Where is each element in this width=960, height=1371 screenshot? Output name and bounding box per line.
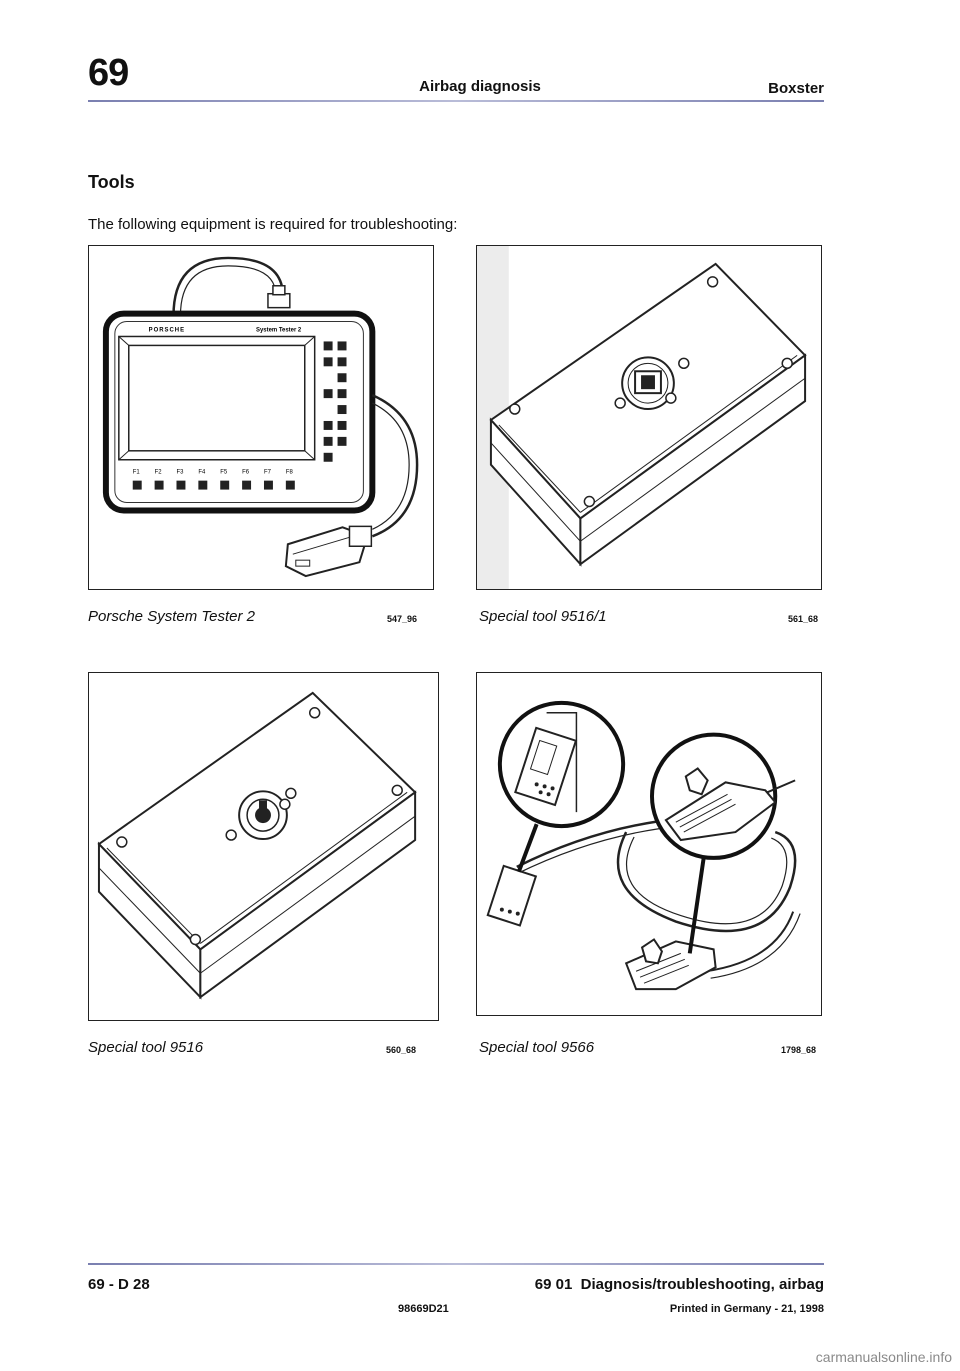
chapter-number: 69 (88, 52, 129, 94)
tester-fkey (198, 480, 208, 490)
footer-rule (88, 1263, 824, 1265)
tester-fkey-label: F4 (198, 470, 206, 476)
section-heading: Tools (88, 172, 135, 192)
caption-system-tester: Porsche System Tester 2 (88, 608, 256, 625)
figure-code-special-tool-9516: 560_68 (386, 1045, 417, 1055)
figure-code-system-tester: 547_96 (387, 614, 418, 624)
tester-fkey (154, 480, 164, 490)
figure-special-tool-9566 (476, 672, 822, 1016)
tester-fkey (132, 480, 142, 490)
tester-side-key (337, 420, 347, 430)
figure-code-special-tool-9516-1: 561_68 (788, 614, 819, 624)
special-tool-9516-illustration (97, 691, 417, 1000)
tester-fkey (220, 480, 230, 490)
footer-printed: Printed in Germany - 21, 1998 (669, 1303, 824, 1315)
tester-fkey-label: F8 (286, 470, 294, 476)
footer-doc-number: 98669D21 (398, 1303, 449, 1315)
header-model: Boxster (768, 80, 824, 97)
tester-side-key (337, 405, 347, 415)
caption-special-tool-9516: Special tool 9516 (88, 1039, 204, 1056)
caption-special-tool-9516-1: Special tool 9516/1 (479, 608, 607, 625)
caption-special-tool-9566: Special tool 9566 (479, 1039, 595, 1056)
tester-side-key (337, 357, 347, 367)
tester-side-key (323, 436, 333, 446)
system-tester-illustration: PORSCHE System Tester 2 F1 F2 F3 F4 F5 F6 F7 F8 (102, 256, 419, 578)
tester-side-key (323, 341, 333, 351)
header-title: Airbag diagnosis (419, 78, 541, 95)
tester-side-key (337, 373, 347, 383)
special-tool-9516-1-illustration (477, 246, 807, 589)
tester-fkey-label: F6 (242, 470, 250, 476)
figure-system-tester: PORSCHE System Tester 2 F1 F2 F3 F4 F5 F6 F7 F8 (88, 245, 434, 590)
tester-title: System Tester 2 (256, 328, 302, 334)
special-tool-9566-illustration (486, 700, 801, 991)
tester-fkey-label: F2 (155, 470, 163, 476)
footer-section-title: Diagnosis/troubleshooting, airbag (580, 1276, 824, 1293)
tester-fkey (176, 480, 186, 490)
tester-fkey (285, 480, 295, 490)
figure-special-tool-9516 (88, 672, 439, 1021)
footer-page-number: 69 - D 28 (88, 1276, 150, 1293)
tester-side-key (337, 341, 347, 351)
tester-side-key (323, 452, 333, 462)
intro-text: The following equipment is required for … (88, 216, 458, 233)
tester-fkey-label: F1 (133, 470, 141, 476)
tester-side-key (337, 436, 347, 446)
figure-special-tool-9516-1 (476, 245, 822, 590)
tester-fkey-label: F5 (220, 470, 228, 476)
tester-side-key (337, 389, 347, 399)
tester-fkey-label: F7 (264, 470, 272, 476)
tester-brand: PORSCHE (149, 328, 185, 334)
tester-side-key (323, 357, 333, 367)
tester-side-key (323, 420, 333, 430)
tester-fkey (263, 480, 273, 490)
tester-side-key (323, 389, 333, 399)
footer-section-number: 69 01 (534, 1276, 573, 1293)
watermark: carmanualsonline.info (815, 1349, 952, 1365)
footer-section: 69 01 Diagnosis/troubleshooting, airbag (535, 1276, 824, 1293)
figure-code-special-tool-9566: 1798_68 (781, 1045, 817, 1055)
tester-fkey-label: F3 (176, 470, 184, 476)
header-rule (88, 100, 824, 102)
tester-fkey (242, 480, 252, 490)
